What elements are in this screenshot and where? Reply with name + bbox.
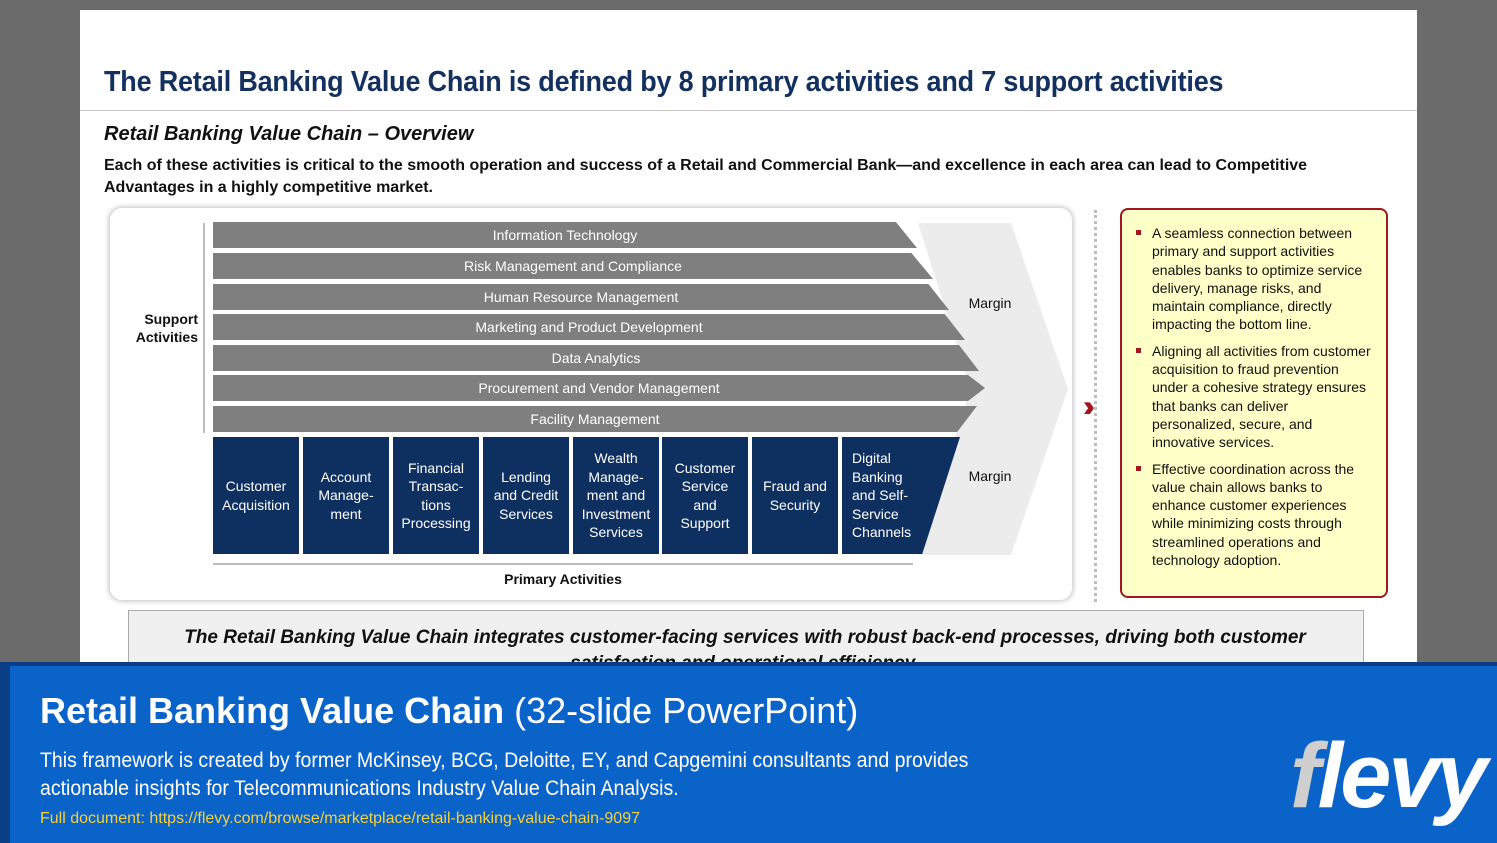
support-activity-bar: Data Analytics bbox=[213, 345, 979, 371]
banner-title-slide-count: (32-slide PowerPoint) bbox=[514, 690, 859, 731]
primary-bracket-line bbox=[213, 563, 913, 565]
promo-banner: Retail Banking Value Chain (32-slide Pow… bbox=[0, 662, 1497, 843]
flevy-logo: flevy bbox=[1290, 725, 1488, 827]
document-link[interactable]: Full document: https://flevy.com/browse/… bbox=[40, 810, 640, 827]
support-bracket-line bbox=[203, 223, 205, 433]
support-activity-bar: Risk Management and Compliance bbox=[213, 253, 933, 279]
key-takeaways-box: A seamless connection between primary an… bbox=[1120, 208, 1388, 598]
support-activity-bar: Information Technology bbox=[213, 222, 917, 248]
banner-description: This framework is created by former McKi… bbox=[40, 749, 969, 800]
double-chevron-right-icon: ›› bbox=[1083, 390, 1095, 423]
takeaway-bullet: Aligning all activities from customer ac… bbox=[1136, 342, 1371, 451]
summary-box: The Retail Banking Value Chain integrate… bbox=[128, 610, 1364, 670]
banner-title-main: Retail Banking Value Chain bbox=[40, 690, 505, 731]
slide-description: Each of these activities is critical to … bbox=[104, 157, 1308, 196]
support-activity-bar: Facility Management bbox=[213, 406, 977, 432]
banner-top-border bbox=[0, 662, 1497, 666]
banner-title: Retail Banking Value Chain (32-slide Pow… bbox=[40, 690, 858, 732]
slide-subtitle: Retail Banking Value Chain – Overview bbox=[104, 123, 474, 145]
support-activity-bar: Marketing and Product Development bbox=[213, 314, 965, 340]
support-activity-bar: Procurement and Vendor Management bbox=[213, 375, 985, 401]
dotted-divider bbox=[1094, 210, 1097, 602]
support-activity-bar: Human Resource Management bbox=[213, 284, 949, 310]
margin-label-primary: Margin bbox=[968, 468, 1012, 484]
primary-activities-label: Primary Activities bbox=[504, 571, 622, 587]
takeaway-bullet: Effective coordination across the value … bbox=[1136, 460, 1372, 570]
banner-left-border bbox=[0, 662, 10, 843]
slide-title: The Retail Banking Value Chain is define… bbox=[104, 66, 1224, 98]
title-divider bbox=[80, 110, 1417, 111]
slide: The Retail Banking Value Chain is define… bbox=[80, 10, 1417, 670]
support-activities-label: Support Activities bbox=[135, 311, 198, 345]
takeaway-bullet: A seamless connection between primary an… bbox=[1136, 224, 1372, 334]
margin-label-support: Margin bbox=[968, 295, 1012, 311]
